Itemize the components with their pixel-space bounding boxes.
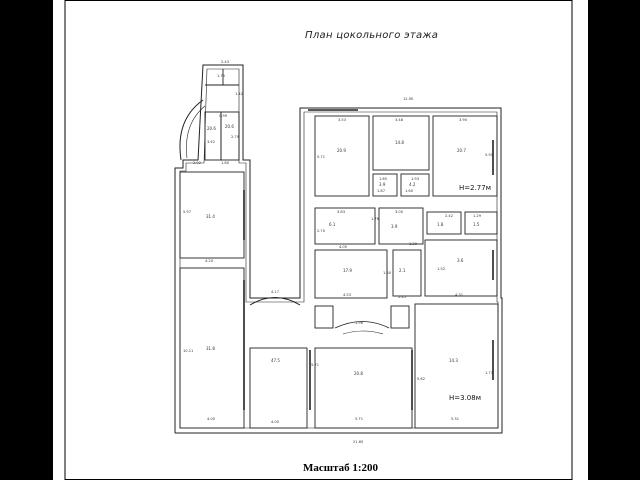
dim-bottom-w1: 4.00 [271,420,280,424]
dim-tower-inner: 1.75 [217,74,225,78]
dim-tower-top: 2.43 [221,60,229,64]
dim-r-small4: 4.31 [455,293,463,297]
room-area-14: 17.9 [343,268,352,273]
tower-bay [179,99,204,161]
room-21-outline [390,305,410,329]
dim-top-room-mid: 3.48 [395,118,404,122]
dim-bottom-w3: 5.31 [451,417,459,421]
dim-tower-w2: 2.02 [193,161,201,165]
dim-left-room-w: 4.20 [205,259,214,263]
dim-r-small2: 1.29 [473,214,482,218]
tower-bay-inner [186,105,206,159]
room-area-1: 20.6 [207,126,216,131]
dim-corridor-w: 4.17 [271,290,279,294]
dim-right-h4: 5.62 [417,377,425,381]
corridor-arch [249,297,301,306]
room-area-4: 31.8 [206,346,215,351]
dim-right-h3: 1.73 [485,371,493,375]
room-16-outline [426,211,462,235]
dim-c4: 1.60 [405,189,414,193]
dim-c5: 2.70 [317,229,326,233]
room-15-outline [378,207,424,245]
dim-r-small6: 1.30 [383,271,392,275]
room-2-outline [220,111,240,161]
height-label-lower: H=3.08м [449,394,481,402]
scale-label: Масштаб 1:200 [303,462,379,474]
room-10-outline [432,115,498,197]
dim-c2: 1.93 [411,177,419,181]
dim-tower-h1: 1.41 [235,92,243,96]
dim-tower-w1: 0.99 [219,114,228,118]
room-area-7: 14.3 [449,358,458,363]
dim-r-small5: 1.20 [409,242,418,246]
room-1-outline [204,111,222,161]
dim-left-big-w: 4.00 [207,417,216,421]
room-area-9: 14.8 [395,140,404,145]
room-area-12: 4.2 [409,182,416,187]
dim-tower-w3: 1.80 [221,161,230,165]
dim-left-room-h: 5.97 [183,210,191,214]
room-area-2: 20.6 [225,124,234,129]
room-area-16: 1.8 [437,222,444,227]
room-19-outline [392,249,422,297]
dim-right-top: 12.90 [403,97,414,101]
dim-tower-h2: 2.79 [231,135,240,139]
room-11-outline [372,173,398,197]
room-8-outline [314,115,370,197]
dim-hall-w: 1.96 [355,321,364,325]
dim-r-small3: 1.52 [437,267,445,271]
outer-wall [174,64,503,434]
outer-wall-inner [179,68,499,429]
dim-mid-w1: 3.83 [337,210,345,214]
room-area-3: 31.4 [206,214,215,219]
room-13-outline [314,207,376,245]
room-5-outline [249,347,308,429]
room-18-outline [424,239,498,297]
dim-bottom-w2: 5.71 [355,417,363,421]
dim-c7: 5.71 [317,155,325,159]
height-label-upper: H=2.77м [459,184,491,192]
dim-c1: 1.65 [379,177,387,181]
dim-right-h1: 5.91 [485,153,493,157]
drawing-sheet: 20.6 20.6 31.4 31.8 47.5 20.8 14.3 20.9 … [53,0,588,480]
dim-c6: 1.76 [371,217,380,221]
dim-top-room-right: 3.90 [459,118,468,122]
room-area-10: 20.7 [457,148,466,153]
plan-title: План цокольного этажа [305,30,439,41]
room-area-11: 3.9 [379,182,386,187]
room-area-15: 3.9 [391,224,398,229]
room-9-outline [372,115,430,171]
hall-arch-2 [342,330,384,335]
room-7-outline [414,303,499,429]
floor-plan: 20.6 20.6 31.4 31.8 47.5 20.8 14.3 20.9 … [174,60,503,444]
room-area-5: 47.5 [271,358,280,363]
room-area-13: 6.1 [329,222,336,227]
dim-c3: 1.87 [377,189,385,193]
room-17-outline [464,211,498,235]
dim-left-big-h: 10.11 [183,349,193,353]
hall-arch [334,321,390,329]
dim-total-width: 21.65 [353,440,363,444]
room-14-outline [314,249,388,299]
dim-tower-h3: 3.42 [207,140,215,144]
dim-mid-w5: 2.45 [398,295,406,299]
room-area-19: 2.1 [399,268,406,273]
room-20-outline [314,305,334,329]
room-12-outline [400,173,430,197]
room-area-17: 1.5 [473,222,480,227]
room-area-18: 3.6 [457,258,464,263]
room-6-outline [314,347,413,429]
dim-right-h2: 5.71 [311,363,319,367]
dim-r-small1: 2.42 [445,214,453,218]
dim-mid-w2: 3.00 [395,210,404,214]
dim-top-room-left: 3.53 [338,118,346,122]
room-area-6: 20.8 [354,371,363,376]
dim-mid-w3: 4.05 [339,245,347,249]
room-area-8: 20.9 [337,148,346,153]
dim-mid-w4: 4.53 [343,293,351,297]
